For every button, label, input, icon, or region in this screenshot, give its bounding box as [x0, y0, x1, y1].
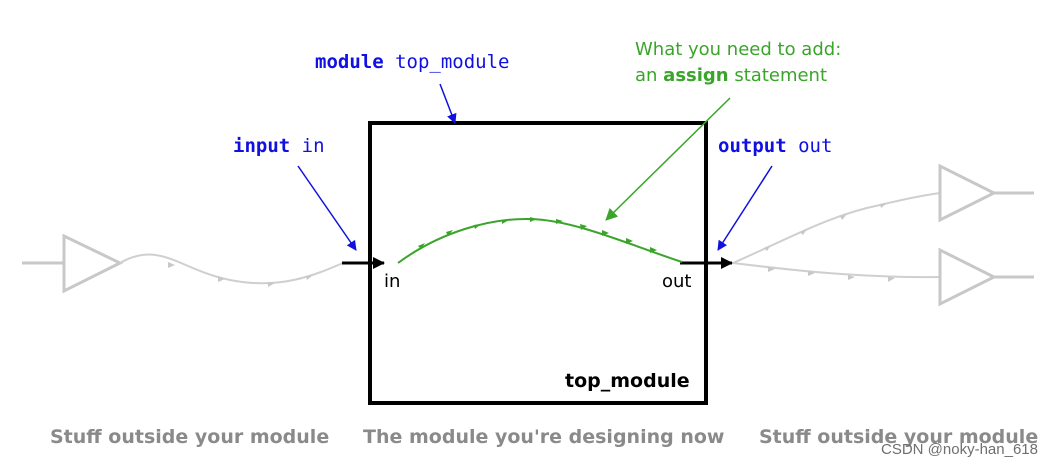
annotation-pointer	[605, 97, 731, 221]
annotation-assign-keyword: assign	[663, 65, 729, 86]
output-keyword: output	[718, 135, 787, 157]
caption-center: The module you're designing now	[363, 426, 725, 448]
outside-right-buffer-top	[938, 163, 1034, 223]
assign-wire-arrows	[418, 217, 657, 253]
caption-left: Stuff outside your module	[50, 426, 330, 448]
module-box	[368, 121, 708, 405]
module-box-title: top_module	[565, 370, 690, 392]
input-name: in	[301, 135, 325, 157]
output-header-pointer	[717, 165, 773, 251]
annotation-line-2: an assign statement	[635, 63, 841, 89]
input-keyword: input	[233, 135, 291, 157]
input-header: input in	[233, 135, 325, 157]
outside-right-wire-top	[732, 192, 941, 264]
outside-right-wire-bottom	[732, 262, 941, 279]
outside-right-buffer-bottom	[938, 247, 1034, 307]
module-header: module top_module	[315, 51, 509, 73]
annotation-line-1: What you need to add:	[635, 39, 842, 60]
outside-left-buffer	[22, 233, 124, 294]
port-in-label: in	[384, 271, 401, 292]
outside-right-wire-arrows	[764, 203, 895, 282]
module-keyword: module	[315, 51, 384, 73]
watermark: CSDN @noky-han_618	[881, 441, 1038, 458]
port-out-label: out	[662, 271, 692, 292]
assign-annotation: What you need to add: an assign statemen…	[635, 37, 841, 89]
annotation-prefix: an	[635, 65, 664, 86]
output-header: output out	[718, 135, 832, 157]
assign-wire	[397, 217, 683, 264]
outside-left-wire	[119, 253, 344, 285]
output-name: out	[798, 135, 833, 157]
input-header-pointer	[297, 165, 357, 251]
outside-left-wire-arrows	[168, 262, 313, 287]
module-name: top_module	[395, 51, 510, 73]
caption-right: Stuff outside your module	[759, 426, 1039, 448]
module-header-pointer	[439, 83, 457, 124]
annotation-suffix: statement	[728, 65, 828, 86]
